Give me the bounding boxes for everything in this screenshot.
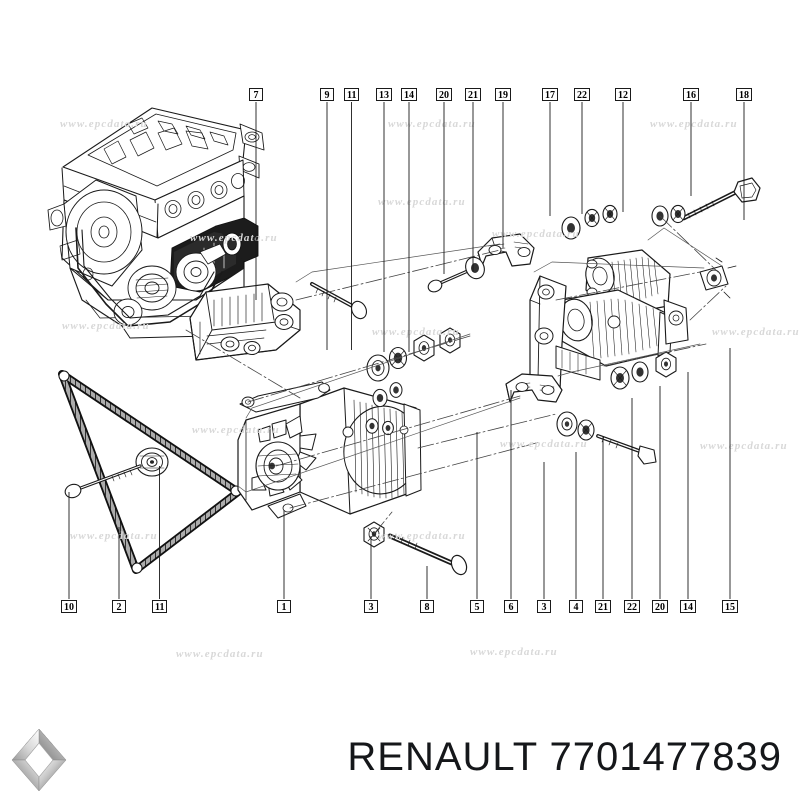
- support-strap-upper: [477, 233, 535, 267]
- washer-set-upper: [366, 327, 461, 382]
- starter-locating-bush: [699, 257, 737, 299]
- long-mounting-bolt: [387, 533, 468, 576]
- alternator: [237, 381, 422, 519]
- callout-3[interactable]: 3: [364, 600, 378, 613]
- callout-13[interactable]: 13: [376, 88, 392, 101]
- callout-2[interactable]: 2: [112, 600, 126, 613]
- alternator-pivot-bolt: [310, 282, 368, 320]
- callout-11[interactable]: 11: [152, 600, 168, 613]
- callout-12[interactable]: 12: [615, 88, 631, 101]
- callout-16[interactable]: 16: [683, 88, 699, 101]
- alignment-guides: [237, 227, 723, 493]
- alternator-mounting-bracket: [189, 283, 301, 361]
- callout-14[interactable]: 14: [680, 600, 696, 613]
- engine-block-illustration: [47, 107, 265, 339]
- alternator-fan: [251, 415, 317, 497]
- callout-21[interactable]: 21: [595, 600, 611, 613]
- strap-lower-hardware: [556, 411, 657, 465]
- callout-11[interactable]: 11: [344, 88, 360, 101]
- renault-diamond-logo: [11, 728, 67, 792]
- callout-15[interactable]: 15: [722, 600, 738, 613]
- long-through-bolt: [651, 177, 761, 227]
- strap-upper-bolt: [427, 256, 485, 293]
- callout-8[interactable]: 8: [420, 600, 434, 613]
- callout-17[interactable]: 17: [542, 88, 558, 101]
- callout-18[interactable]: 18: [736, 88, 752, 101]
- washer-set-alternator: [365, 382, 403, 436]
- starter-washer-set-lower: [610, 351, 677, 390]
- assembly-axis-lines: [151, 215, 727, 535]
- starter-washer-set-top: [561, 204, 618, 240]
- callout-21[interactable]: 21: [465, 88, 481, 101]
- callout-4[interactable]: 4: [569, 600, 583, 613]
- callout-1[interactable]: 1: [277, 600, 291, 613]
- callout-14[interactable]: 14: [401, 88, 417, 101]
- callout-7[interactable]: 7: [249, 88, 263, 101]
- callout-9[interactable]: 9: [320, 88, 334, 101]
- callout-22[interactable]: 22: [574, 88, 590, 101]
- callout-19[interactable]: 19: [495, 88, 511, 101]
- callout-5[interactable]: 5: [470, 600, 484, 613]
- callout-20[interactable]: 20: [652, 600, 668, 613]
- callout-22[interactable]: 22: [624, 600, 640, 613]
- callout-3[interactable]: 3: [537, 600, 551, 613]
- footer-part-number: RENAULT 7701477839: [347, 735, 782, 779]
- callout-6[interactable]: 6: [504, 600, 518, 613]
- callout-20[interactable]: 20: [436, 88, 452, 101]
- callout-10[interactable]: 10: [61, 600, 77, 613]
- drive-belt: [58, 370, 242, 574]
